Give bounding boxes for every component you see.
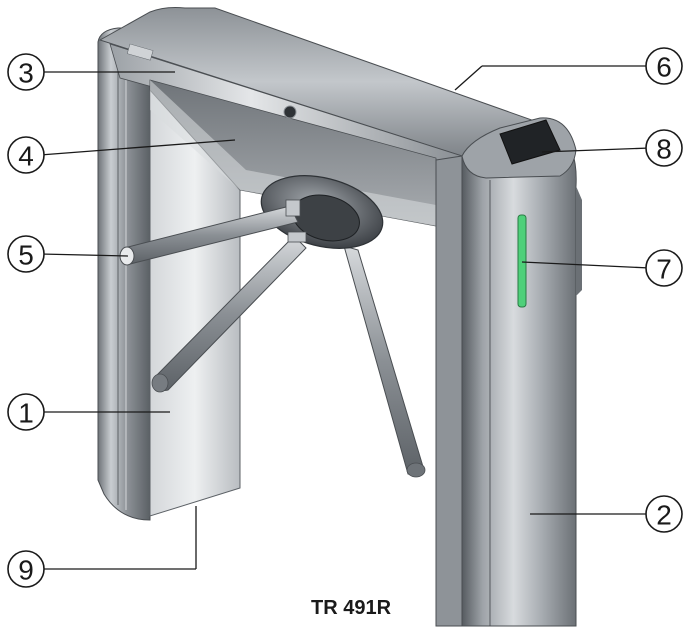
callout-1-label: 1 bbox=[18, 398, 34, 429]
indicator-light bbox=[517, 214, 527, 308]
callout-4-label: 4 bbox=[18, 141, 34, 172]
callout-8: 8 bbox=[645, 129, 683, 167]
right-pillar bbox=[435, 117, 582, 627]
model-caption: TR 491R bbox=[311, 597, 392, 619]
callout-7-label: 7 bbox=[656, 254, 672, 285]
callout-9: 9 bbox=[7, 550, 45, 588]
barrier-arm-right bbox=[343, 245, 425, 475]
callout-4: 4 bbox=[7, 136, 45, 174]
callout-6-label: 6 bbox=[656, 52, 672, 83]
callout-9-label: 9 bbox=[18, 555, 34, 586]
callout-5-label: 5 bbox=[18, 240, 34, 271]
left-pillar bbox=[97, 27, 241, 521]
callout-2: 2 bbox=[645, 495, 683, 533]
callout-6: 6 bbox=[645, 47, 683, 85]
callout-3-label: 3 bbox=[18, 58, 34, 89]
callout-5: 5 bbox=[7, 235, 45, 273]
card-reader-panel bbox=[499, 119, 561, 165]
tripod-rotor bbox=[119, 175, 426, 478]
leader-lines bbox=[39, 65, 651, 570]
callout-2-label: 2 bbox=[656, 500, 672, 531]
callout-8-label: 8 bbox=[656, 134, 672, 165]
callout-7: 7 bbox=[645, 249, 683, 287]
callout-3: 3 bbox=[7, 53, 45, 91]
callout-1: 1 bbox=[7, 393, 45, 431]
